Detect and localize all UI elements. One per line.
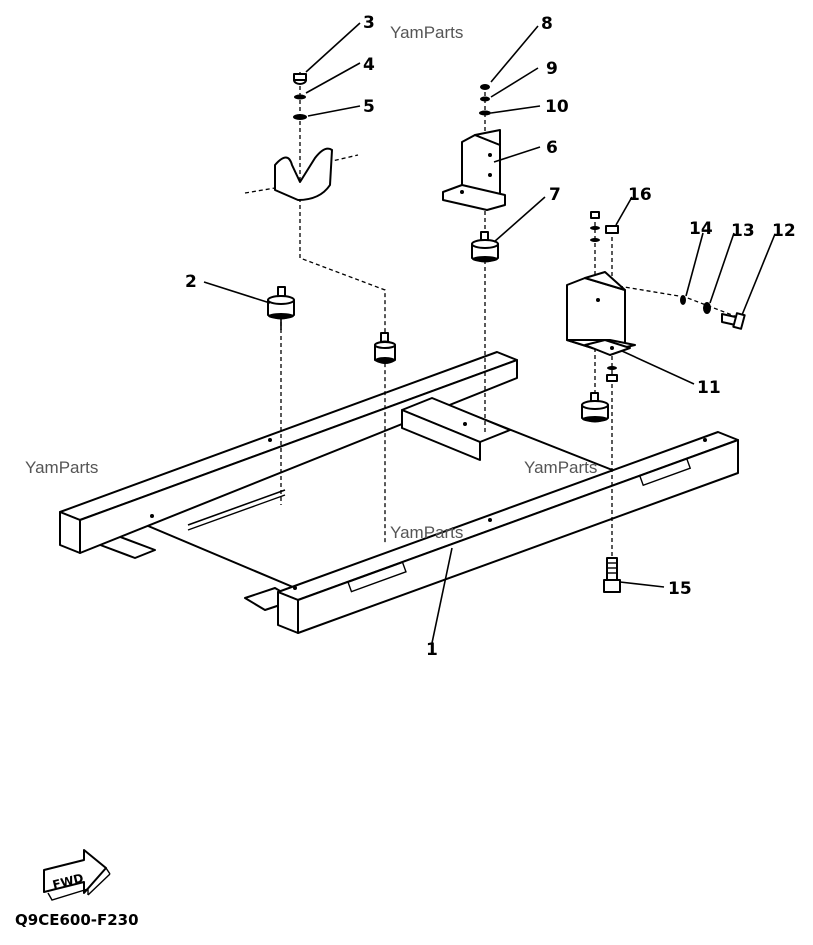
callout-7: 7 bbox=[549, 185, 561, 205]
watermark-text: YamParts bbox=[25, 458, 98, 477]
fasteners-left bbox=[293, 73, 307, 120]
watermark-text: YamParts bbox=[524, 458, 597, 477]
watermark-text: YamParts bbox=[390, 523, 463, 542]
callout-12: 12 bbox=[772, 221, 796, 241]
rubber-mount-left bbox=[267, 286, 295, 330]
callout-10: 10 bbox=[545, 97, 569, 117]
callout-3: 3 bbox=[363, 13, 375, 33]
bottom-bolt bbox=[603, 557, 621, 593]
callout-8: 8 bbox=[541, 14, 553, 34]
bracket-right bbox=[566, 271, 636, 356]
callout-6: 6 bbox=[546, 138, 558, 158]
rubber-mount-center bbox=[374, 332, 396, 364]
callout-14: 14 bbox=[689, 219, 713, 239]
callout-4: 4 bbox=[363, 55, 375, 75]
watermarks: YamParts YamParts YamParts YamParts bbox=[25, 23, 597, 542]
callout-1: 1 bbox=[426, 640, 438, 660]
fasteners-right bbox=[581, 211, 619, 423]
callout-13: 13 bbox=[731, 221, 755, 241]
rubber-mount-7 bbox=[471, 231, 499, 263]
callout-labels: 3 4 5 8 9 10 6 7 2 16 14 13 12 11 15 1 bbox=[185, 13, 796, 660]
base-frame bbox=[59, 351, 739, 634]
side-bolt-set bbox=[680, 295, 746, 330]
forward-arrow-icon: FWD bbox=[43, 849, 111, 901]
callout-11: 11 bbox=[697, 378, 721, 398]
callout-2: 2 bbox=[185, 272, 197, 292]
leader-lines bbox=[203, 22, 776, 644]
callout-16: 16 bbox=[628, 185, 652, 205]
callout-9: 9 bbox=[546, 59, 558, 79]
callout-15: 15 bbox=[668, 579, 692, 599]
bracket-center bbox=[442, 129, 506, 211]
diagram-code: Q9CE600-F230 bbox=[15, 911, 139, 929]
bracket-left bbox=[274, 147, 333, 201]
callout-5: 5 bbox=[363, 97, 375, 117]
fasteners-center bbox=[479, 84, 491, 116]
watermark-text: YamParts bbox=[390, 23, 463, 42]
